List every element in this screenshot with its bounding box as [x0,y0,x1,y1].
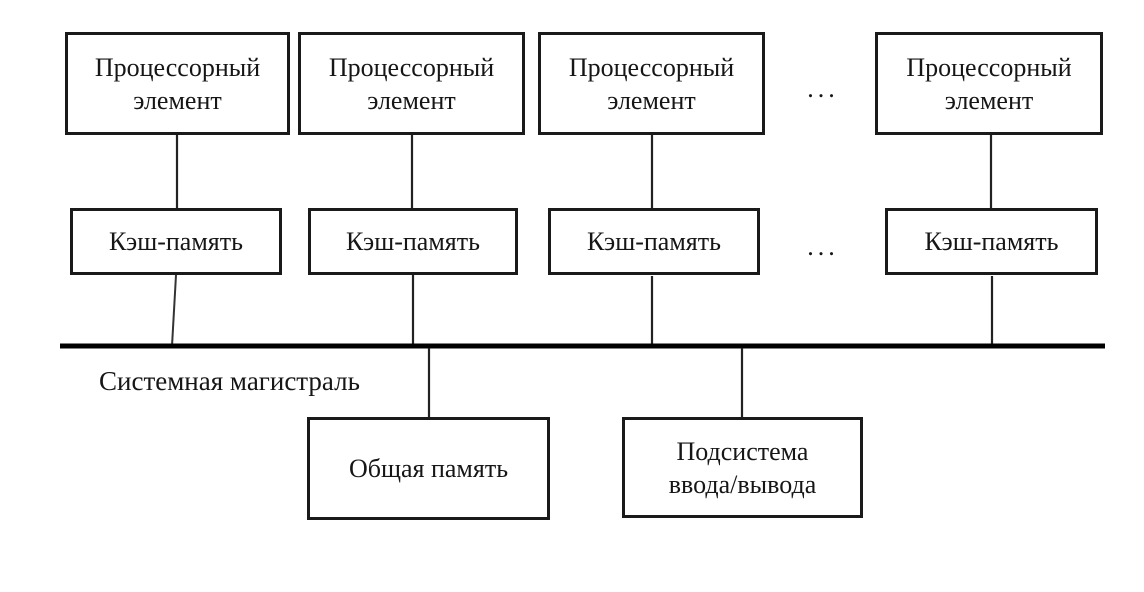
cache-memory-label-1: Кэш-память [109,227,243,256]
cache-memory-box-1: Кэш-память [70,208,282,275]
connector-cache1-bus [171,274,177,347]
ellipsis-caches: ... [807,232,839,261]
processor-element-label-3: Процессорный элемент [568,52,735,115]
cache-memory-label-3: Кэш-память [587,227,721,256]
cache-memory-label-4: Кэш-память [924,227,1059,256]
cache-memory-label-2: Кэш-память [346,227,480,256]
processor-element-box-2: Процессорный элемент [298,32,525,135]
processor-element-box-3: Процессорный элемент [538,32,765,135]
ellipsis-processors: ... [807,74,839,103]
cache-memory-box-2: Кэш-память [308,208,518,275]
processor-element-label-4: Процессорный элемент [906,52,1072,115]
shared-memory-box: Общая память [307,417,550,520]
processor-element-label-1: Процессорный элемент [94,52,261,115]
processor-element-box-1: Процессорный элемент [65,32,290,135]
processor-element-box-4: Процессорный элемент [875,32,1103,135]
cache-memory-box-3: Кэш-память [548,208,760,275]
cache-memory-box-4: Кэш-память [885,208,1098,275]
shared-memory-label: Общая память [348,454,509,483]
io-subsystem-box: Подсистема ввода/вывода [622,417,863,518]
system-bus-label: Системная магистраль [99,366,360,396]
io-subsystem-label: Подсистема ввода/вывода [668,436,817,499]
processor-element-label-2: Процессорный элемент [328,52,495,115]
